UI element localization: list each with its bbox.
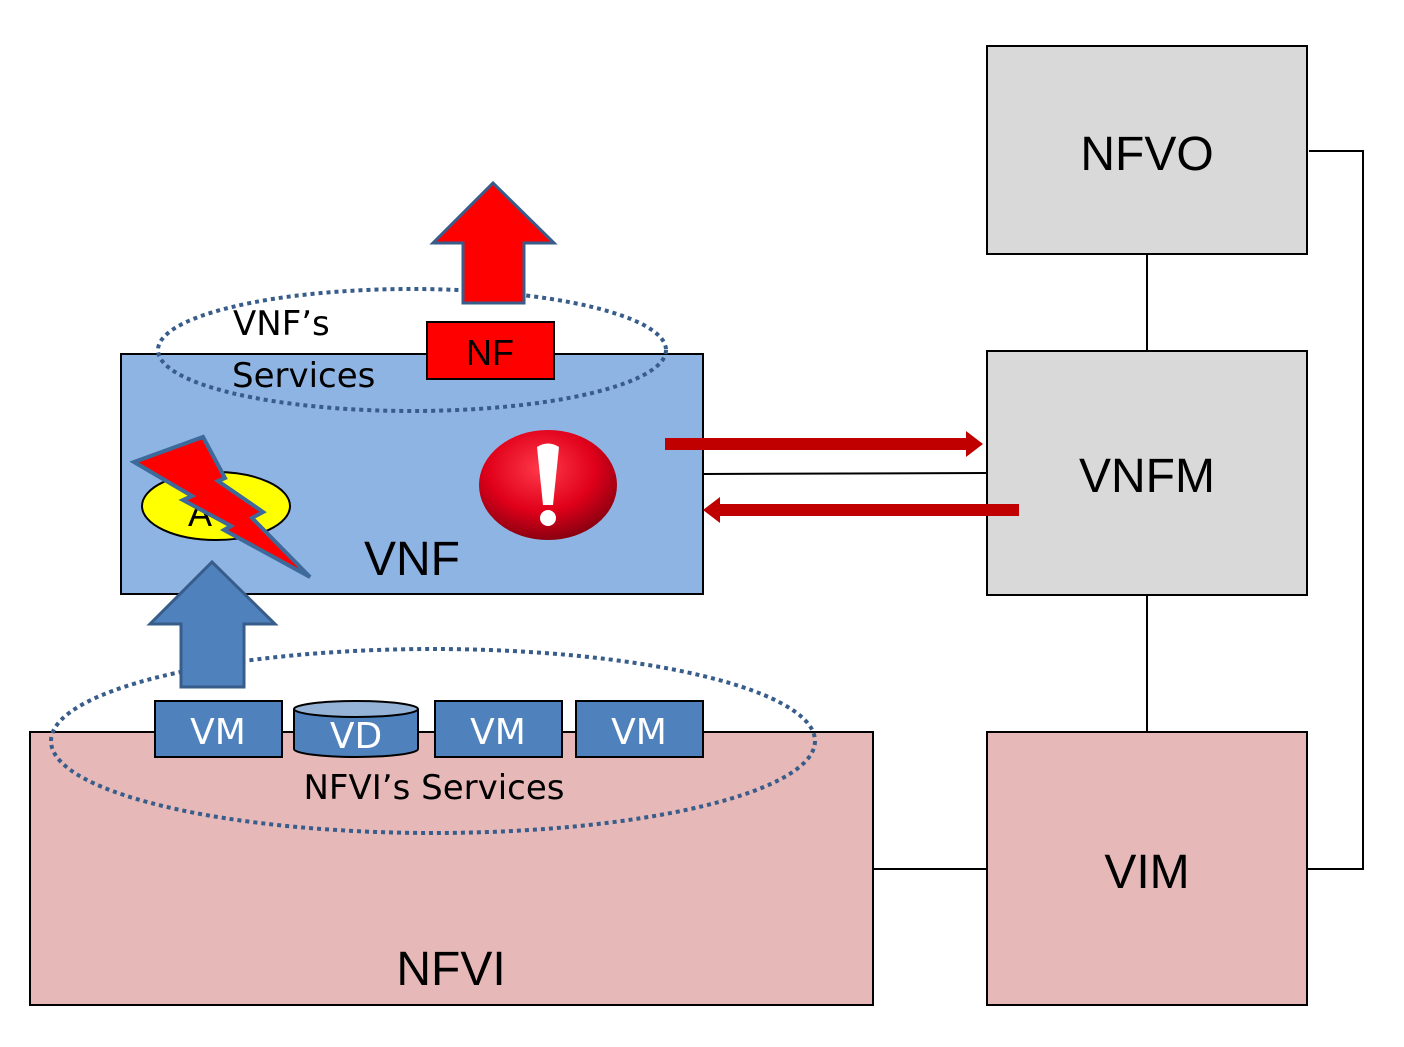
up-arrow-icon: [429, 180, 558, 305]
nfvi-services-label: NFVI’s Services: [304, 768, 565, 808]
connector-vnf-vnfm: [702, 472, 988, 475]
nfvi-resource-vd[interactable]: VD: [293, 700, 419, 758]
nfvi-services-outline: [49, 647, 817, 835]
vim-label: VIM: [1104, 846, 1189, 899]
nfvi-resource-vm-2[interactable]: VM: [434, 700, 563, 758]
alarm-icon: [479, 430, 617, 540]
vm-label: VM: [470, 712, 526, 753]
nfvo-box[interactable]: NFVO: [986, 45, 1308, 255]
nfvi-resource-vm-1[interactable]: VM: [154, 700, 283, 758]
vd-label: VD: [330, 716, 382, 757]
nf-box[interactable]: NF: [426, 321, 555, 380]
nfvi-resource-vm-3[interactable]: VM: [575, 700, 704, 758]
vnfm-label: VNFM: [1079, 450, 1215, 503]
right-arrow-icon: [665, 431, 983, 457]
connector-nfvo-vim: [1307, 150, 1364, 870]
vim-box[interactable]: VIM: [986, 731, 1308, 1006]
vnf-services-outline: [156, 287, 668, 413]
nf-label: NF: [466, 332, 514, 373]
vnf-services-label-line2: Services: [232, 356, 375, 396]
up-arrow-icon: [146, 559, 279, 689]
response-arrow: [703, 497, 1019, 523]
vnfm-box[interactable]: VNFM: [986, 350, 1308, 596]
disk-icon: [293, 700, 419, 718]
nfvi-box[interactable]: NFVI: [29, 731, 874, 1006]
notify-arrow: [665, 431, 983, 457]
left-arrow-icon: [703, 497, 1019, 523]
nfvo-label: NFVO: [1080, 128, 1213, 181]
nfvi-label: NFVI: [396, 943, 505, 996]
vnf-label: VNF: [364, 533, 460, 586]
vm-label: VM: [611, 712, 667, 753]
lightning-bolt-icon: [129, 434, 312, 579]
vm-label: VM: [190, 712, 246, 753]
vnf-services-label-line1: VNF’s: [233, 304, 330, 344]
connector-lines: [702, 150, 1364, 870]
